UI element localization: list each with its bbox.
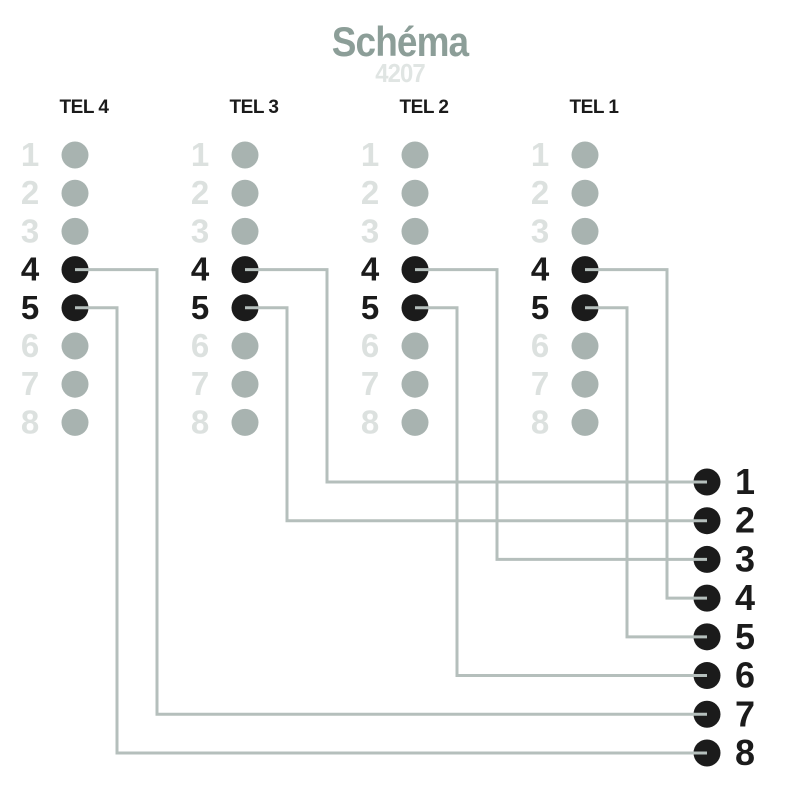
pin-dot (401, 217, 429, 245)
pin-number: 6 (531, 327, 549, 364)
pin-number: 7 (21, 365, 39, 402)
wire (75, 268, 707, 716)
connector-header: TEL 2 (400, 97, 449, 118)
terminal-label: 1 (735, 461, 755, 502)
pin-number: 8 (21, 403, 39, 440)
pin-dot (571, 370, 599, 398)
pin-number: 7 (361, 365, 379, 402)
pin-dot (571, 408, 599, 436)
terminal-label: 2 (735, 500, 755, 541)
pin-dot (571, 141, 599, 169)
pin-dot (61, 408, 89, 436)
pin-dot (231, 179, 259, 207)
page-subtitle: 4207 (375, 58, 425, 88)
pin-number: 2 (191, 174, 209, 211)
terminal-label: 5 (735, 616, 755, 657)
wire (415, 306, 707, 678)
pin-number: 2 (531, 174, 549, 211)
pin-number: 1 (531, 136, 549, 173)
pin-number: 6 (191, 327, 209, 364)
pin-number: 4 (531, 251, 550, 288)
wire (415, 268, 707, 561)
pin-number: 7 (191, 365, 209, 402)
pin-number: 2 (21, 174, 39, 211)
pin-dot (401, 370, 429, 398)
pin-number: 8 (191, 403, 209, 440)
pin-number: 5 (531, 289, 549, 326)
terminal-label: 7 (735, 693, 755, 734)
pin-dot (231, 408, 259, 436)
pin-number: 3 (531, 212, 549, 249)
pin-dot (571, 332, 599, 360)
pin-number: 8 (531, 403, 549, 440)
terminal-label: 4 (735, 577, 755, 618)
pin-dot (231, 141, 259, 169)
pin-dot (231, 332, 259, 360)
pin-number: 4 (361, 251, 380, 288)
wire (585, 268, 707, 600)
pin-dot (401, 141, 429, 169)
pin-dot (61, 332, 89, 360)
wire (245, 268, 707, 484)
pin-dot (61, 179, 89, 207)
pin-number: 4 (21, 251, 40, 288)
pin-number: 1 (191, 136, 209, 173)
pin-number: 1 (361, 136, 379, 173)
pin-number: 3 (361, 212, 379, 249)
connector-header: TEL 4 (60, 97, 110, 118)
pin-number: 7 (531, 365, 549, 402)
terminal-label: 3 (735, 538, 755, 579)
pin-number: 6 (21, 327, 39, 364)
pin-dot (571, 217, 599, 245)
pin-number: 2 (361, 174, 379, 211)
pin-number: 6 (361, 327, 379, 364)
pin-dot (61, 370, 89, 398)
connector-header: TEL 1 (570, 97, 620, 118)
terminal-label: 8 (735, 732, 755, 773)
pin-dot (231, 217, 259, 245)
wire (585, 306, 707, 639)
pin-number: 3 (191, 212, 209, 249)
pin-number: 3 (21, 212, 39, 249)
pin-number: 5 (361, 289, 379, 326)
terminal-label: 6 (735, 655, 755, 696)
wire (75, 306, 707, 755)
pin-dot (231, 370, 259, 398)
connector-header: TEL 3 (230, 97, 279, 118)
page-title: Schéma (331, 18, 469, 65)
pin-number: 5 (21, 289, 39, 326)
pin-dot (61, 141, 89, 169)
wire (245, 306, 707, 523)
pin-dot (61, 217, 89, 245)
pin-dot (401, 332, 429, 360)
pin-dot (401, 408, 429, 436)
pin-number: 4 (191, 251, 210, 288)
pin-dot (571, 179, 599, 207)
pin-dot (401, 179, 429, 207)
pin-number: 1 (21, 136, 39, 173)
pin-number: 8 (361, 403, 379, 440)
pin-number: 5 (191, 289, 209, 326)
